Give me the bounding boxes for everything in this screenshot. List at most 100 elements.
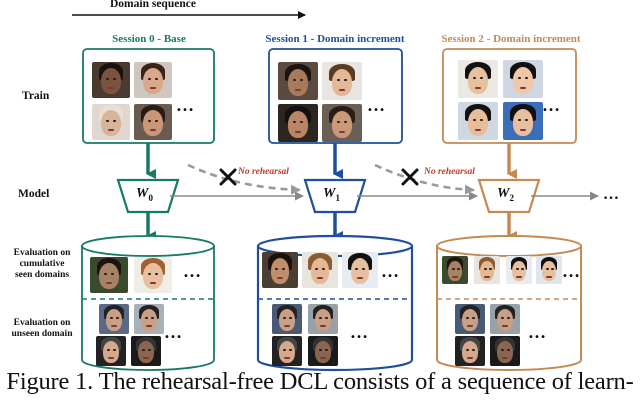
face-mouth [111, 325, 117, 327]
face-eye [506, 317, 510, 320]
face-thumbnail [99, 304, 129, 334]
face-mouth [146, 325, 152, 327]
face-eye [344, 120, 348, 123]
train-ellipsis-2: … [542, 95, 560, 115]
face-skin [331, 68, 353, 97]
face-skin [138, 341, 154, 363]
face-skin [350, 258, 370, 285]
face-mouth [467, 357, 473, 359]
eval-seen-ellipsis-2: … [562, 261, 580, 281]
face-eye [471, 317, 475, 320]
face-thumbnail [92, 62, 130, 98]
face-eye [355, 267, 359, 270]
face-eye [471, 349, 475, 352]
face-eye [466, 317, 470, 320]
face-eye [324, 317, 328, 320]
face-eye [517, 118, 521, 121]
face-eye [480, 118, 484, 121]
eval-unseen-ellipsis-0: … [164, 322, 182, 342]
face-eye [115, 317, 119, 320]
model-block-2 [477, 178, 541, 214]
face-skin [279, 309, 295, 331]
face-mouth [502, 357, 508, 359]
face-mouth [452, 275, 458, 278]
face-eye [148, 119, 152, 122]
face-mouth [284, 357, 290, 359]
face-eye [362, 267, 366, 270]
face-eye [336, 78, 340, 81]
face-mouth [143, 357, 149, 359]
face-mouth [520, 86, 526, 89]
face-thumbnail [442, 256, 468, 284]
face-eye [292, 120, 296, 123]
cross-mark-1 [401, 168, 419, 186]
face-thumbnail [490, 336, 520, 366]
session-2-title: Session 2 - Domain increment [441, 33, 581, 45]
face-eye [501, 317, 505, 320]
face-thumbnail [455, 304, 485, 334]
train-ellipsis-1: … [367, 95, 385, 115]
face-eye [148, 77, 152, 80]
face-eye [300, 78, 304, 81]
face-eye [506, 349, 510, 352]
face-eye [292, 78, 296, 81]
face-eye [155, 272, 159, 275]
face-eye [483, 268, 487, 271]
face-eye [112, 349, 116, 352]
face-mouth [339, 88, 345, 91]
face-eye [282, 267, 286, 270]
face-skin [315, 309, 331, 331]
face-thumbnail [458, 60, 498, 98]
eval-cumulative-line-2: cumulative [19, 259, 65, 269]
face-eye [472, 76, 476, 79]
face-mouth [502, 325, 508, 327]
face-eye [147, 349, 151, 352]
eval-unseen-ellipsis-2: … [528, 322, 546, 342]
face-skin [331, 110, 353, 139]
face-skin [143, 110, 163, 137]
face-mouth [108, 357, 114, 359]
face-skin [287, 110, 309, 139]
face-mouth [467, 325, 473, 327]
eval-cumulative-line-1: Evaluation on [13, 248, 71, 258]
face-skin [101, 68, 121, 95]
face-thumbnail [134, 62, 172, 98]
face-skin [512, 108, 534, 137]
face-eye [111, 272, 115, 275]
face-eye [319, 349, 323, 352]
no-rehearsal-label-1: No rehearsal [424, 167, 475, 177]
no-rehearsal-arrow-1 [374, 163, 475, 195]
face-skin [101, 110, 121, 137]
face-skin [270, 258, 290, 285]
face-thumbnail [506, 256, 532, 284]
face-thumbnail [134, 257, 172, 293]
face-mouth [320, 357, 326, 359]
face-skin [448, 261, 462, 282]
face-eye [501, 349, 505, 352]
model-block-1 [303, 178, 367, 214]
face-skin [141, 309, 157, 331]
eval-unseen-ellipsis-1: … [350, 322, 368, 342]
train-row-label: Train [22, 90, 50, 102]
face-eye [150, 317, 154, 320]
face-mouth [484, 275, 490, 278]
face-eye [106, 119, 110, 122]
face-skin [106, 309, 122, 331]
face-mouth [516, 275, 522, 278]
face-eye [466, 349, 470, 352]
face-mouth [295, 130, 301, 133]
face-thumbnail [322, 104, 362, 142]
face-eye [517, 76, 521, 79]
figure-caption: Figure 1. The rehearsal-free DCL consist… [6, 368, 634, 395]
face-mouth [106, 282, 112, 285]
face-thumbnail [474, 256, 500, 284]
face-skin [287, 68, 309, 97]
face-thumbnail [536, 256, 562, 284]
face-eye [288, 317, 292, 320]
face-thumbnail [302, 252, 338, 288]
face-eye [145, 317, 149, 320]
session-0-title: Session 0 - Base [112, 33, 186, 45]
face-skin [143, 263, 163, 290]
face-skin [512, 66, 534, 95]
face-thumbnail [134, 104, 172, 140]
